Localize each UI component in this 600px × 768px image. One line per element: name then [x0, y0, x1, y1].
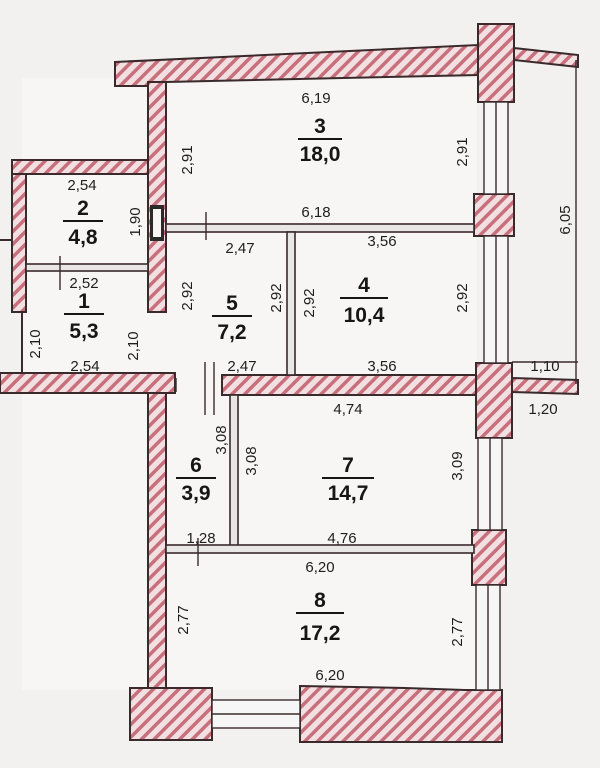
- room3-left-wall: [147, 81, 167, 313]
- dim-r7-top: 4,74: [333, 401, 362, 418]
- middle-wall-right: [221, 374, 477, 396]
- partition-room3-bottom: [165, 223, 475, 233]
- room-1-number: 1: [78, 290, 90, 313]
- partitions: [0, 223, 475, 554]
- dim-total-height: 6,05: [557, 205, 574, 234]
- lower-left-wall: [147, 392, 167, 694]
- room-8-area: 17,2: [300, 622, 341, 645]
- dim-r8-top: 6,20: [305, 559, 334, 576]
- bottom-wall-right: [299, 684, 503, 743]
- dim-r7-right: 3,09: [449, 451, 466, 480]
- dim-r5-top: 2,47: [225, 240, 254, 257]
- room-7-area: 14,7: [328, 482, 369, 505]
- room-3-area: 18,0: [300, 143, 341, 166]
- dimension-labels: 6,19 2,91 2,91 6,18 2,54 1,90 2,52 2,10 …: [27, 90, 574, 684]
- dim-r3-right: 2,91: [454, 137, 471, 166]
- dim-r8-left: 2,77: [175, 605, 192, 634]
- dim-r8-bottom: 6,20: [315, 667, 344, 684]
- right-pillar-1: [473, 193, 515, 237]
- room-8-number: 8: [314, 589, 326, 612]
- room2-outer-wall: [11, 161, 27, 313]
- partition-room4-left: [286, 231, 296, 376]
- dim-r4-left: 2,92: [301, 288, 318, 317]
- room-3-number: 3: [314, 115, 326, 138]
- dim-r2-bottom: 2,52: [69, 275, 98, 292]
- top-right-block: [477, 23, 515, 103]
- dim-r5-bottom: 2,47: [227, 358, 256, 375]
- room-2-number: 2: [77, 197, 89, 220]
- room-5-area: 7,2: [217, 321, 246, 344]
- room-6-area: 3,9: [181, 482, 210, 505]
- dim-r3-top: 6,19: [301, 90, 330, 107]
- dim-r3-left: 2,91: [179, 145, 196, 174]
- dim-r3-bottom: 6,18: [301, 204, 330, 221]
- dim-r8-right: 2,77: [449, 617, 466, 646]
- room-5-number: 5: [226, 292, 238, 315]
- room-7-number: 7: [342, 454, 354, 477]
- room-1-area: 5,3: [69, 320, 98, 343]
- dimension-lines: [59, 60, 578, 740]
- room-2-area: 4,8: [68, 226, 98, 249]
- room-6-number: 6: [190, 454, 202, 477]
- dim-r5-right: 2,92: [268, 283, 285, 312]
- top-right-wing: [513, 46, 579, 69]
- room-labels: 3 18,0 2 4,8 1 5,3 5 7,2 4 10,4 6 3,9 7 …: [63, 115, 388, 645]
- dim-r6-height-left: 3,08: [213, 425, 230, 454]
- room2-top-wall: [11, 159, 149, 175]
- dim-r1-height-left: 2,10: [27, 329, 44, 358]
- dim-r2-height: 1,90: [127, 207, 144, 236]
- partition-room7-bottom: [165, 544, 475, 554]
- dim-r4-top: 3,56: [367, 233, 396, 250]
- room-4-number: 4: [358, 274, 370, 297]
- right-pillar-3: [471, 529, 507, 586]
- dim-wall-2: 1,20: [528, 401, 557, 418]
- dim-wall-1: 1,10: [530, 358, 559, 375]
- dim-r6-height-right: 3,08: [243, 446, 260, 475]
- door-marks: [150, 205, 223, 392]
- dim-r2-top: 2,54: [67, 177, 96, 194]
- bottom-wall-left: [129, 687, 213, 741]
- middle-wall-left: [0, 372, 176, 394]
- right-pillar-2: [475, 362, 513, 439]
- dim-r1-height-right: 2,10: [125, 331, 142, 360]
- room-4-area: 10,4: [344, 304, 385, 327]
- dim-r4-right: 2,92: [454, 283, 471, 312]
- dim-r5-left: 2,92: [179, 281, 196, 310]
- partition-room6-right: [229, 394, 239, 548]
- dim-r7-bottom: 4,76: [327, 530, 356, 547]
- middle-wall-wing: [511, 376, 579, 396]
- partition-room2-bottom: [25, 263, 149, 272]
- dim-r4-bottom: 3,56: [367, 358, 396, 375]
- dim-r1-bottom: 2,54: [70, 358, 99, 375]
- windows: [211, 101, 509, 729]
- dim-r6-bottom: 1,28: [186, 530, 215, 547]
